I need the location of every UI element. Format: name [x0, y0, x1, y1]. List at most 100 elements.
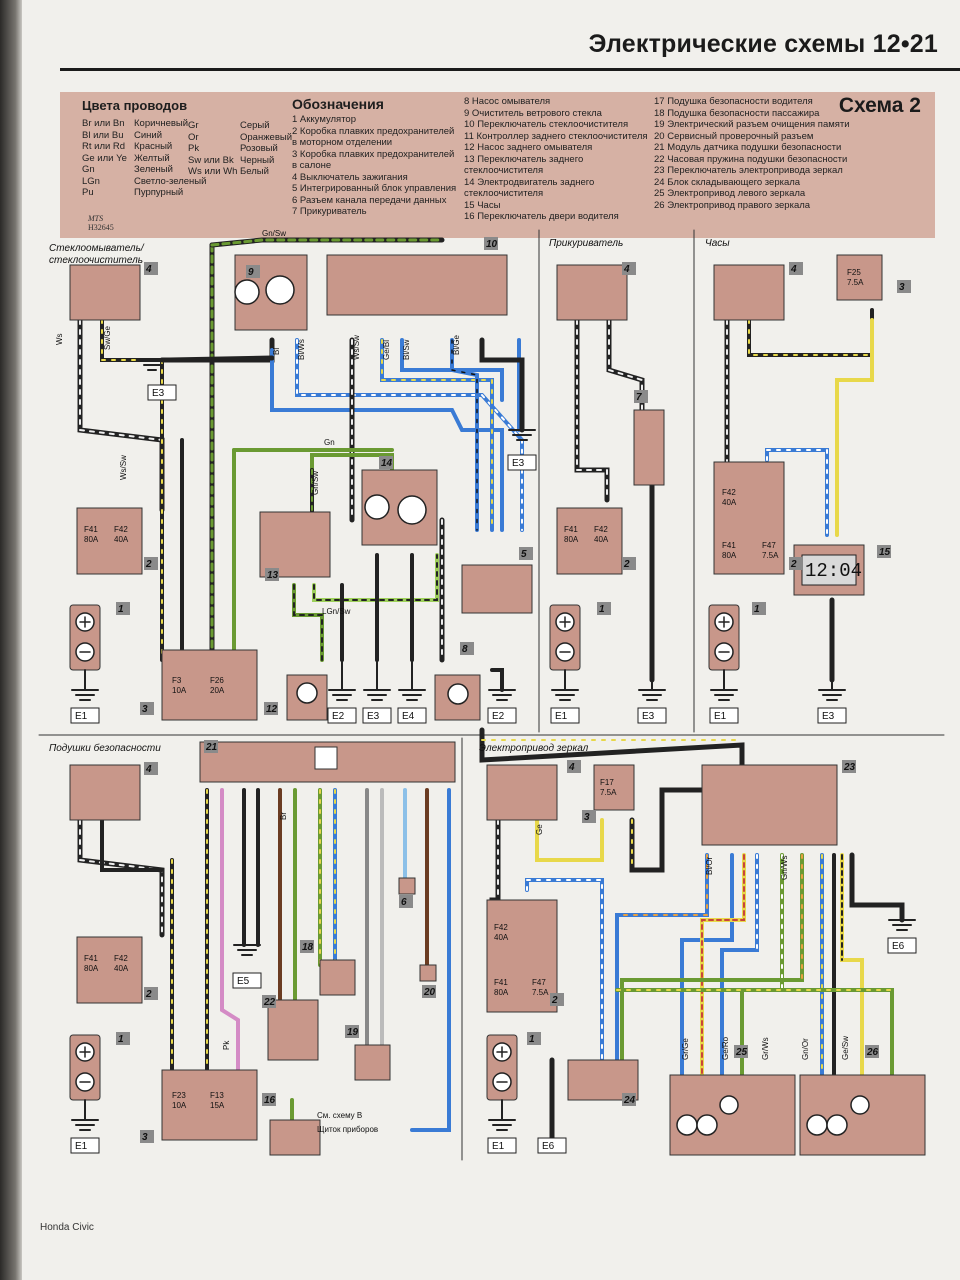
svg-text:F41: F41	[494, 978, 508, 987]
svg-text:F25: F25	[847, 268, 861, 277]
ground-label: E3	[152, 388, 165, 399]
svg-text:40A: 40A	[494, 933, 509, 942]
fuse-box-2-d	[76, 936, 143, 1004]
ground-label: E1	[75, 711, 88, 722]
fuse-box-2-b	[556, 507, 623, 575]
motor-icon	[676, 1114, 698, 1136]
ground-label: E6	[542, 1141, 555, 1152]
component-number: 3	[142, 704, 148, 715]
component-tag	[634, 390, 648, 403]
component-tag	[116, 1032, 130, 1045]
section-title-clock: Часы	[705, 238, 730, 249]
svg-text:15A: 15A	[210, 1101, 225, 1110]
component-number: 4	[568, 762, 575, 773]
wire-color-name: Розовый	[240, 143, 278, 154]
svg-text:40A: 40A	[722, 498, 737, 507]
wire-color-name: Пурпурный	[134, 187, 184, 198]
legend-line: 1 Аккумулятор	[292, 114, 356, 125]
component-tag	[897, 280, 911, 293]
svg-text:F41: F41	[722, 541, 736, 550]
svg-text:F42: F42	[114, 954, 128, 963]
component-number: 9	[248, 267, 254, 278]
component-tag	[144, 762, 158, 775]
svg-text:40A: 40A	[114, 535, 129, 544]
svg-text:Bl: Bl	[272, 348, 281, 355]
legend-line: 26 Электропривод правого зеркала	[654, 199, 811, 211]
component-tag	[527, 1032, 541, 1045]
component-tag	[140, 1130, 154, 1143]
wiring-diagram: Стеклоомыватель/ стеклоочиститель Прикур…	[38, 229, 945, 1161]
legend-line: 13 Переключатель заднего	[464, 153, 584, 165]
component-tag	[204, 740, 218, 753]
svg-text:Gn/Sw: Gn/Sw	[311, 471, 320, 495]
wire-color-code: Gr	[188, 120, 199, 131]
svg-text:Ws/Sw: Ws/Sw	[352, 335, 361, 360]
svg-text:Ge/Sw: Ge/Sw	[841, 1036, 850, 1060]
component-tag	[422, 985, 436, 998]
wire-color-code: Ws или Wh	[188, 166, 238, 177]
legend-line: стеклоочистителя	[464, 165, 544, 176]
svg-text:7.5A: 7.5A	[762, 551, 779, 560]
gear-icon	[397, 495, 427, 525]
svg-text:Bl/Sw: Bl/Sw	[402, 339, 411, 360]
header-rule	[60, 68, 960, 71]
fuse-box-2-e	[486, 899, 558, 1013]
legend-line: 9 Очиститель ветрового стекла	[464, 107, 602, 119]
legend-line: в салоне	[292, 160, 332, 171]
legend-line: 5 Интегрированный блок управления	[292, 183, 457, 194]
ground-label: E5	[237, 976, 250, 987]
ignition-switch-4	[69, 764, 141, 821]
svg-text:F47: F47	[762, 541, 776, 550]
legend-line: 15 Часы	[464, 199, 501, 211]
svg-text:F42: F42	[114, 525, 128, 534]
fuse-box-2-c	[713, 461, 785, 575]
svg-text:F17: F17	[600, 778, 614, 787]
svg-text:Ge: Ge	[535, 824, 544, 835]
component-number: 22	[263, 997, 276, 1008]
wire-color-code: Sw или Bk	[188, 154, 234, 166]
book-binding	[0, 0, 22, 1280]
svg-text:80A: 80A	[722, 551, 737, 560]
ground-label: E1	[75, 1141, 88, 1152]
clock-display: 12:04	[805, 560, 862, 582]
ignition-switch-2	[556, 264, 628, 321]
svg-text:Gr/Ge: Gr/Ge	[681, 1038, 690, 1060]
component-tag	[842, 760, 856, 773]
legend-line: в моторном отделении	[292, 137, 393, 148]
svg-text:F47: F47	[532, 978, 546, 987]
component-tag	[144, 557, 158, 570]
legend-line: 18 Подушка безопасности пассажира	[654, 107, 820, 119]
svg-text:LGn/Sw: LGn/Sw	[322, 607, 351, 616]
svg-text:7.5A: 7.5A	[847, 278, 864, 287]
legend-line: 21 Модуль датчика подушки безопасности	[654, 142, 842, 153]
component-number: 19	[347, 1027, 359, 1038]
component-number: 5	[521, 549, 527, 560]
section-title-lighter: Прикуриватель	[549, 238, 623, 249]
ignition-switch-1	[69, 264, 141, 321]
component-number: 8	[462, 644, 468, 655]
component-tag	[622, 1093, 636, 1106]
passenger-airbag-18	[319, 959, 356, 996]
component-number: 1	[754, 604, 760, 615]
component-number: 7	[636, 392, 642, 403]
ignition-switch-5	[486, 764, 558, 821]
svg-text:Ws/Sw: Ws/Sw	[119, 455, 128, 480]
wire-ge-clock	[835, 318, 874, 537]
component-tag	[877, 545, 891, 558]
component-number: 12	[266, 704, 278, 715]
ground-label: E3	[642, 711, 655, 722]
wire-color-code: Pu	[82, 187, 94, 198]
wire-bl	[270, 348, 504, 532]
wire-color-code: Pk	[188, 143, 200, 154]
fuse-f17	[593, 764, 635, 811]
component-number: 16	[264, 1095, 276, 1106]
fuse-f25	[836, 254, 883, 301]
svg-text:F3: F3	[172, 676, 182, 685]
ground-label: E3	[367, 711, 380, 722]
svg-text:Pk: Pk	[222, 1040, 231, 1050]
gear-icon	[265, 275, 295, 305]
svg-text:Ge/Ro: Ge/Ro	[721, 1036, 730, 1060]
wire-color-name: Оранжевый	[240, 131, 293, 143]
legend-line: 22 Часовая пружина подушки безопасности	[654, 153, 848, 165]
